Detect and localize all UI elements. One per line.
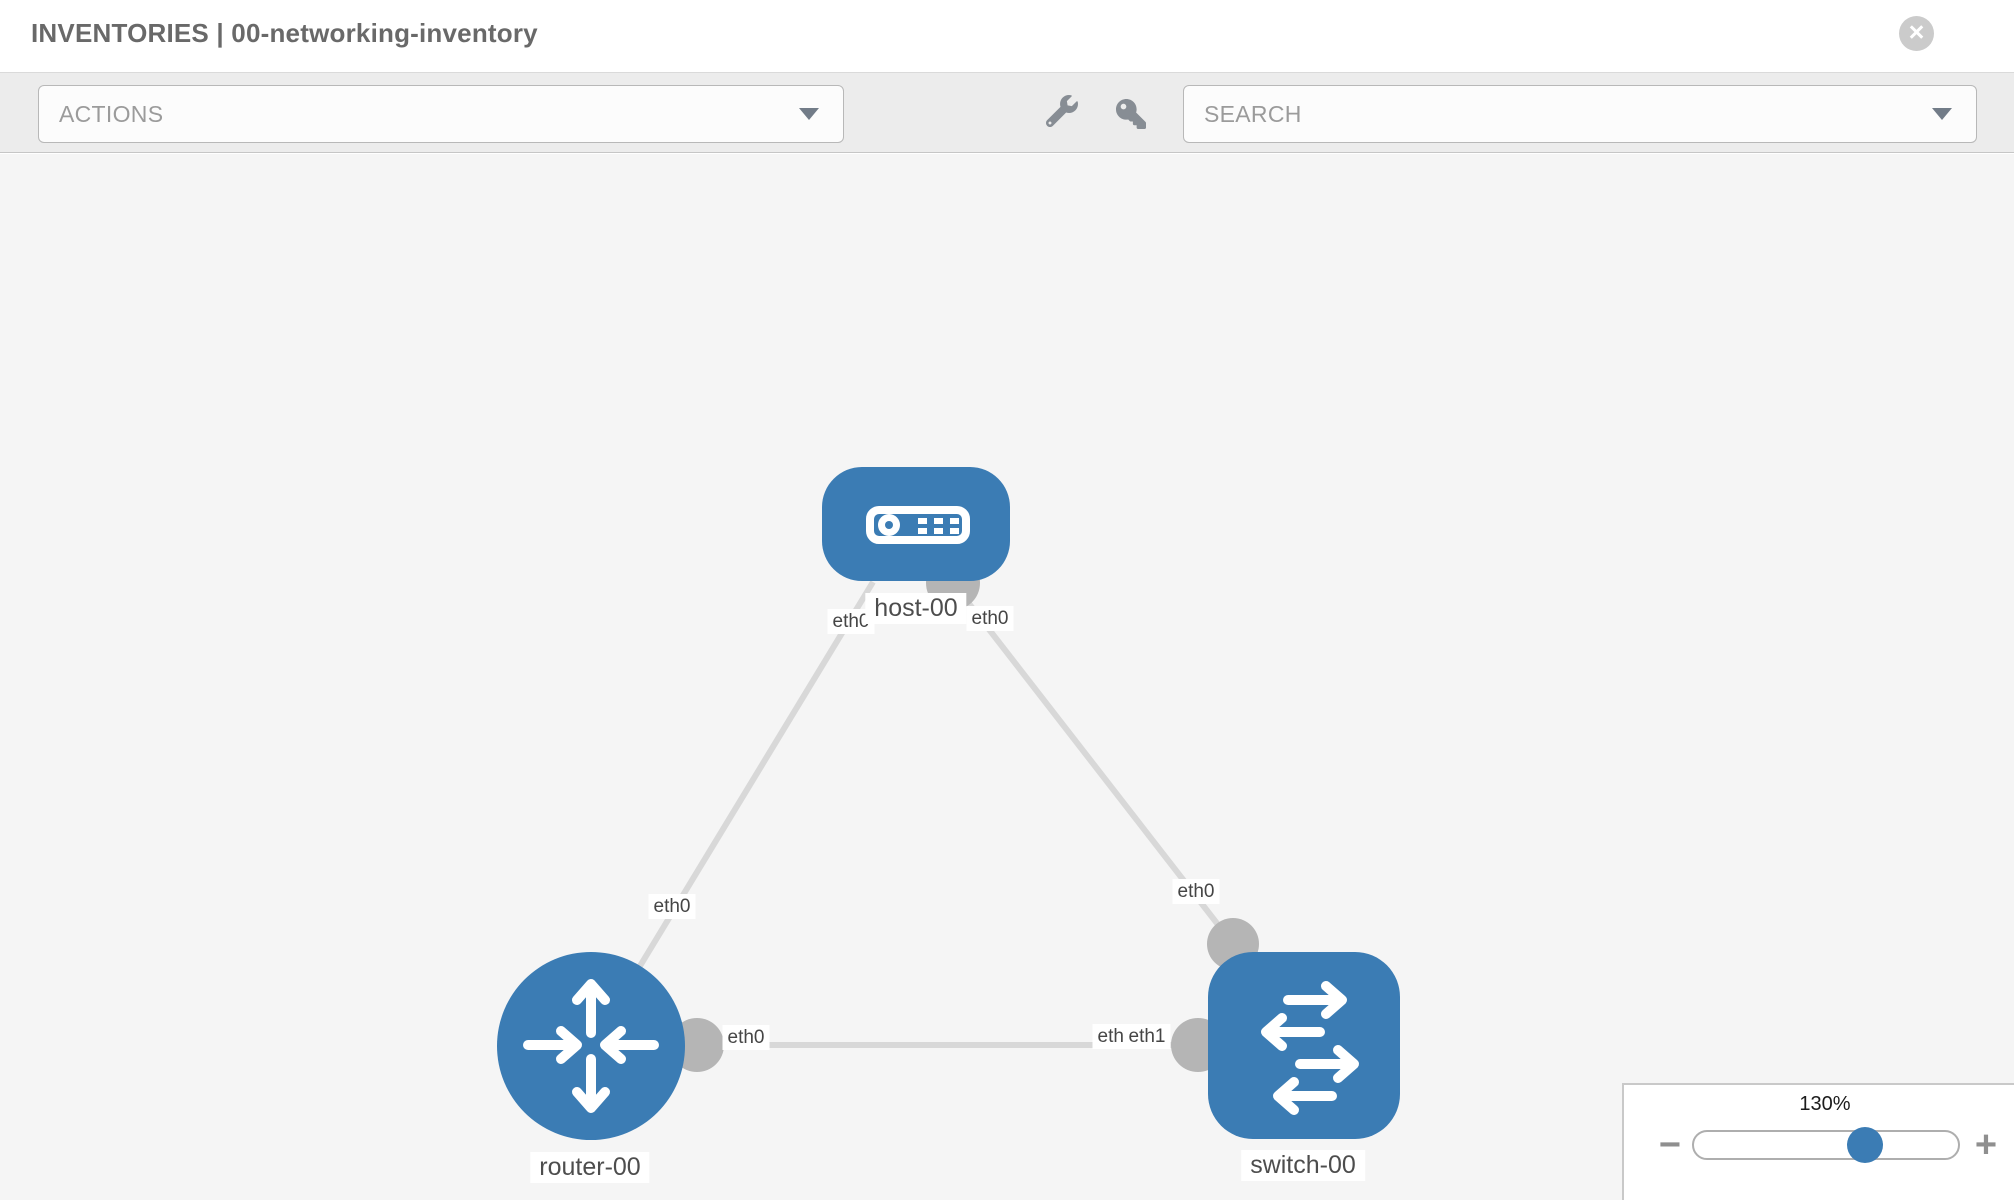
node-host-00[interactable] bbox=[822, 467, 1010, 581]
zoom-in-button[interactable]: + bbox=[1968, 1125, 2004, 1165]
chevron-down-icon bbox=[799, 108, 819, 120]
close-button[interactable]: × bbox=[1899, 16, 1934, 51]
close-icon: × bbox=[1908, 16, 1925, 47]
zoom-slider-track[interactable] bbox=[1692, 1127, 1960, 1163]
toolbar: ACTIONS SEARCH bbox=[0, 72, 2014, 153]
search-dropdown[interactable]: SEARCH bbox=[1183, 85, 1977, 143]
router-icon bbox=[523, 979, 659, 1113]
zoom-out-button[interactable]: − bbox=[1652, 1125, 1688, 1165]
wrench-icon bbox=[1046, 95, 1078, 127]
page-title: INVENTORIES | 00-networking-inventory bbox=[31, 18, 538, 48]
node-label-router: router-00 bbox=[530, 1152, 650, 1183]
iface-label-router-eth0-top: eth0 bbox=[648, 894, 696, 919]
zoom-panel: 130% − + bbox=[1622, 1083, 2014, 1200]
node-router-00[interactable] bbox=[497, 952, 685, 1140]
credentials-button[interactable] bbox=[1116, 99, 1146, 129]
zoom-level: 130% bbox=[1799, 1093, 1851, 1115]
host-icon bbox=[866, 506, 970, 544]
iface-label-switch-eth0-top: eth0 bbox=[1172, 879, 1220, 904]
plus-icon: + bbox=[1974, 1124, 1998, 1166]
node-label-switch: switch-00 bbox=[1241, 1150, 1365, 1181]
chevron-down-icon bbox=[1932, 108, 1952, 120]
switch-icon bbox=[1261, 981, 1359, 1115]
header: INVENTORIES | 00-networking-inventory × bbox=[0, 0, 2014, 72]
key-icon bbox=[1116, 99, 1146, 129]
topology-canvas[interactable]: host-00 router-00 switch-00 eth0 eth0 et… bbox=[0, 154, 2014, 1200]
actions-dropdown-label: ACTIONS bbox=[59, 100, 164, 127]
topology-svg bbox=[497, 467, 1400, 1140]
zoom-slider-thumb[interactable] bbox=[1847, 1127, 1883, 1163]
iface-label-host-eth0-right: eth0 bbox=[966, 606, 1014, 631]
node-switch-00[interactable] bbox=[1208, 952, 1400, 1139]
configure-button[interactable] bbox=[1046, 95, 1078, 127]
actions-dropdown[interactable]: ACTIONS bbox=[38, 85, 844, 143]
minus-icon: − bbox=[1658, 1124, 1682, 1166]
iface-label-router-eth0-right: eth0 bbox=[722, 1025, 770, 1050]
node-label-host: host-00 bbox=[865, 593, 967, 624]
search-dropdown-label: SEARCH bbox=[1204, 100, 1302, 127]
iface-label-switch-eth1-left: eth1 bbox=[1123, 1024, 1171, 1049]
